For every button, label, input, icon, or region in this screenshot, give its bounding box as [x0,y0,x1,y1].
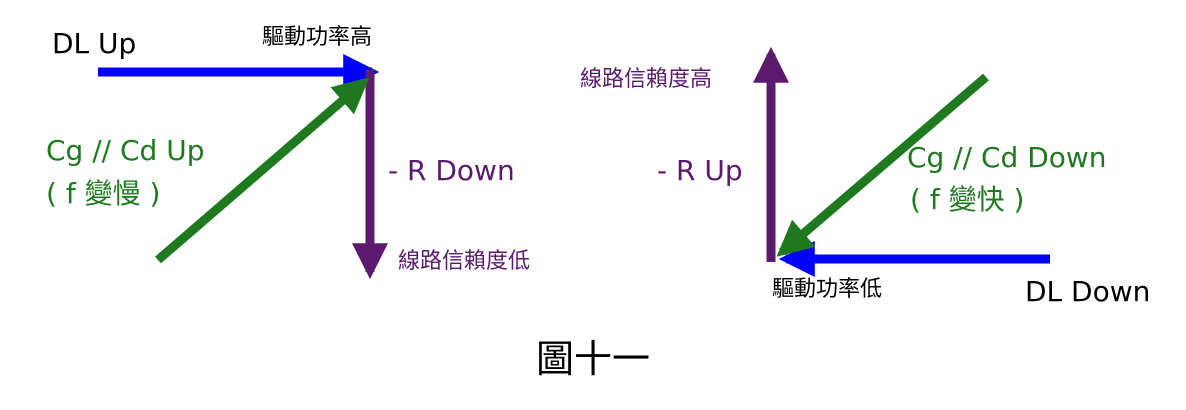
figure-caption: 圖十一 [535,337,650,381]
left-r-down-label: - R Down [388,154,515,187]
right-cg-down-arrow [776,73,989,257]
right-r-up-label: - R Up [657,154,743,187]
left-power-high-label: 驅動功率高 [262,25,373,50]
left-dl-up-label: DL Up [52,27,137,60]
right-f-faster-label: ( f 變快 ) [910,183,1025,216]
right-dl-down-label: DL Down [1025,275,1151,308]
left-f-slower-label: ( f 變慢 ) [46,177,161,210]
right-power-low-label: 驅動功率低 [772,277,883,302]
right-reliability-high-label: 線路信賴度高 [580,67,713,92]
left-cg-up-arrow [155,77,370,264]
left-reliability-low-label: 線路信賴度低 [398,249,531,274]
left-cg-up-label: Cg // Cd Up [46,134,205,167]
right-cg-down-label: Cg // Cd Down [907,141,1107,174]
